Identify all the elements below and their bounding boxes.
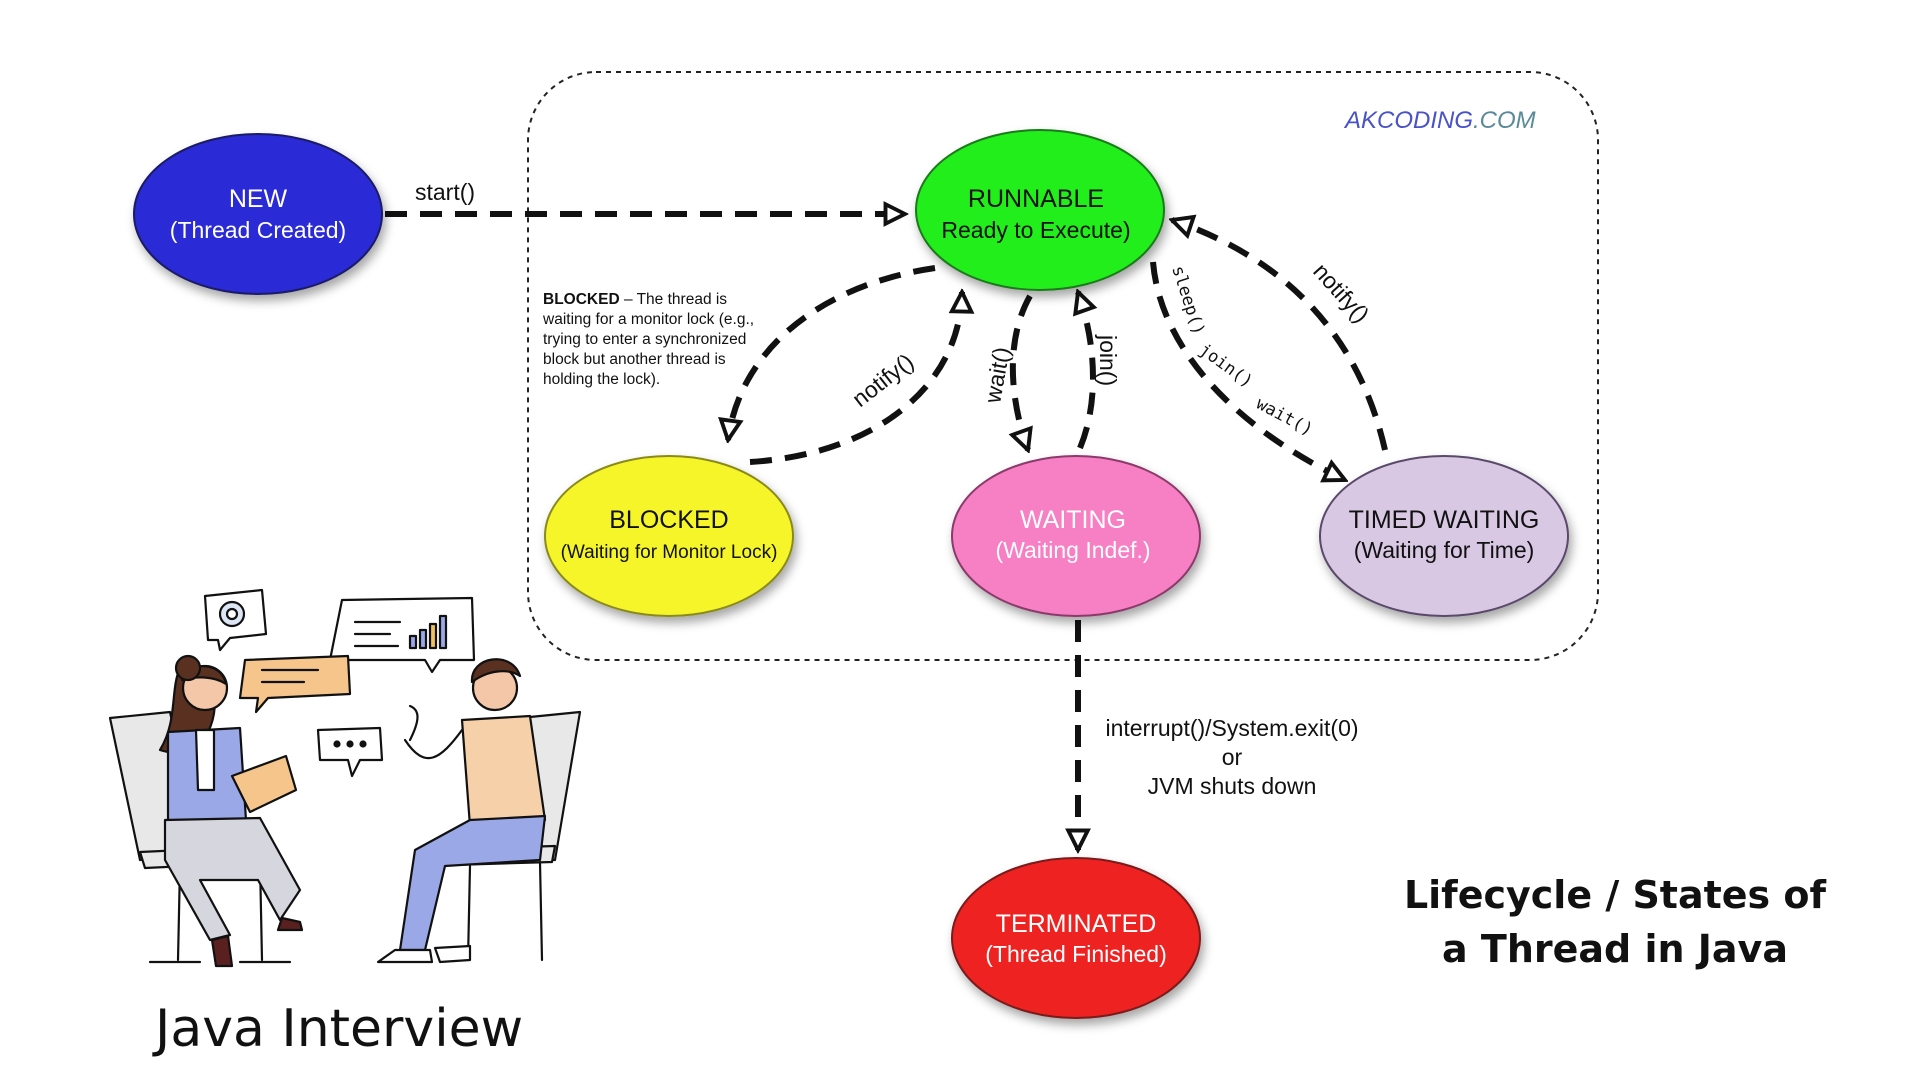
state-new-title: NEW xyxy=(229,185,288,213)
illustration-caption: Java Interview xyxy=(152,999,523,1059)
state-timed-waiting: TIMED WAITING (Waiting for Time) xyxy=(1319,455,1569,617)
state-timed-waiting-subtitle: (Waiting for Time) xyxy=(1354,537,1535,563)
label-join-timed: join() xyxy=(1195,340,1256,392)
two-people-interview-icon xyxy=(108,588,582,968)
state-blocked-shape xyxy=(544,455,794,617)
edge-runnable-to-blocked xyxy=(728,265,936,440)
state-waiting: WAITING (Waiting Indef.) xyxy=(951,455,1201,617)
typing-bubble-icon xyxy=(316,726,384,778)
state-waiting-title: WAITING xyxy=(1020,506,1126,534)
brand-watermark: AKCODING.COM xyxy=(1343,107,1536,134)
candidate-man-icon xyxy=(376,658,547,964)
state-runnable-title: RUNNABLE xyxy=(968,185,1104,213)
state-runnable-subtitle: Ready to Execute) xyxy=(941,217,1130,243)
label-terminate-line3: JVM shuts down xyxy=(1148,773,1317,799)
state-timed-waiting-shape xyxy=(1319,455,1569,617)
state-terminated-title: TERMINATED xyxy=(996,910,1157,938)
label-terminate-line2: or xyxy=(1222,744,1243,770)
diagram-title-line1: Lifecycle / States of xyxy=(1404,873,1827,917)
state-terminated: TERMINATED (Thread Finished) xyxy=(951,857,1201,1019)
edge-waiting-to-runnable xyxy=(1078,292,1093,450)
chat-bubble-icon xyxy=(203,588,268,652)
blocked-note-term: BLOCKED xyxy=(543,291,620,308)
diagram-title-line2: a Thread in Java xyxy=(1442,927,1788,971)
message-bubble-icon xyxy=(238,654,352,714)
blocked-note: BLOCKED – The thread is waiting for a mo… xyxy=(543,290,758,390)
brand-suffix: .COM xyxy=(1473,107,1536,134)
edge-runnable-to-waiting xyxy=(1013,294,1030,450)
blocked-note-text: – The thread is waiting for a monitor lo… xyxy=(543,291,755,388)
label-wait: wait() xyxy=(979,345,1015,406)
analytics-bubble-icon xyxy=(328,596,476,674)
label-join: join() xyxy=(1095,334,1121,386)
state-waiting-subtitle: (Waiting Indef.) xyxy=(995,537,1150,563)
label-start: start() xyxy=(415,179,475,205)
state-blocked-subtitle: (Waiting for Monitor Lock) xyxy=(561,542,778,563)
state-blocked-title: BLOCKED xyxy=(609,506,728,534)
state-new: NEW (Thread Created) xyxy=(133,133,383,295)
label-terminate-line1: interrupt()/System.exit(0) xyxy=(1105,715,1358,741)
state-waiting-shape xyxy=(951,455,1201,617)
edge-blocked-to-runnable xyxy=(749,292,962,465)
interviewer-woman-icon xyxy=(158,654,304,968)
state-terminated-shape xyxy=(951,857,1201,1019)
edge-timed-to-runnable xyxy=(1172,220,1388,451)
state-new-subtitle: (Thread Created) xyxy=(170,217,346,243)
edge-runnable-to-timed xyxy=(1150,261,1345,483)
label-notify-blocked: notify() xyxy=(847,348,918,412)
state-runnable-shape xyxy=(915,129,1165,291)
state-new-shape xyxy=(133,133,383,295)
state-timed-waiting-title: TIMED WAITING xyxy=(1349,506,1540,534)
label-sleep: sleep() xyxy=(1167,263,1208,337)
state-runnable: RUNNABLE Ready to Execute) xyxy=(915,129,1165,291)
state-terminated-subtitle: (Thread Finished) xyxy=(985,941,1167,967)
state-blocked: BLOCKED (Waiting for Monitor Lock) xyxy=(544,455,794,617)
label-wait-timed: wait() xyxy=(1253,394,1317,440)
brand-name: AKCODING xyxy=(1343,107,1473,134)
